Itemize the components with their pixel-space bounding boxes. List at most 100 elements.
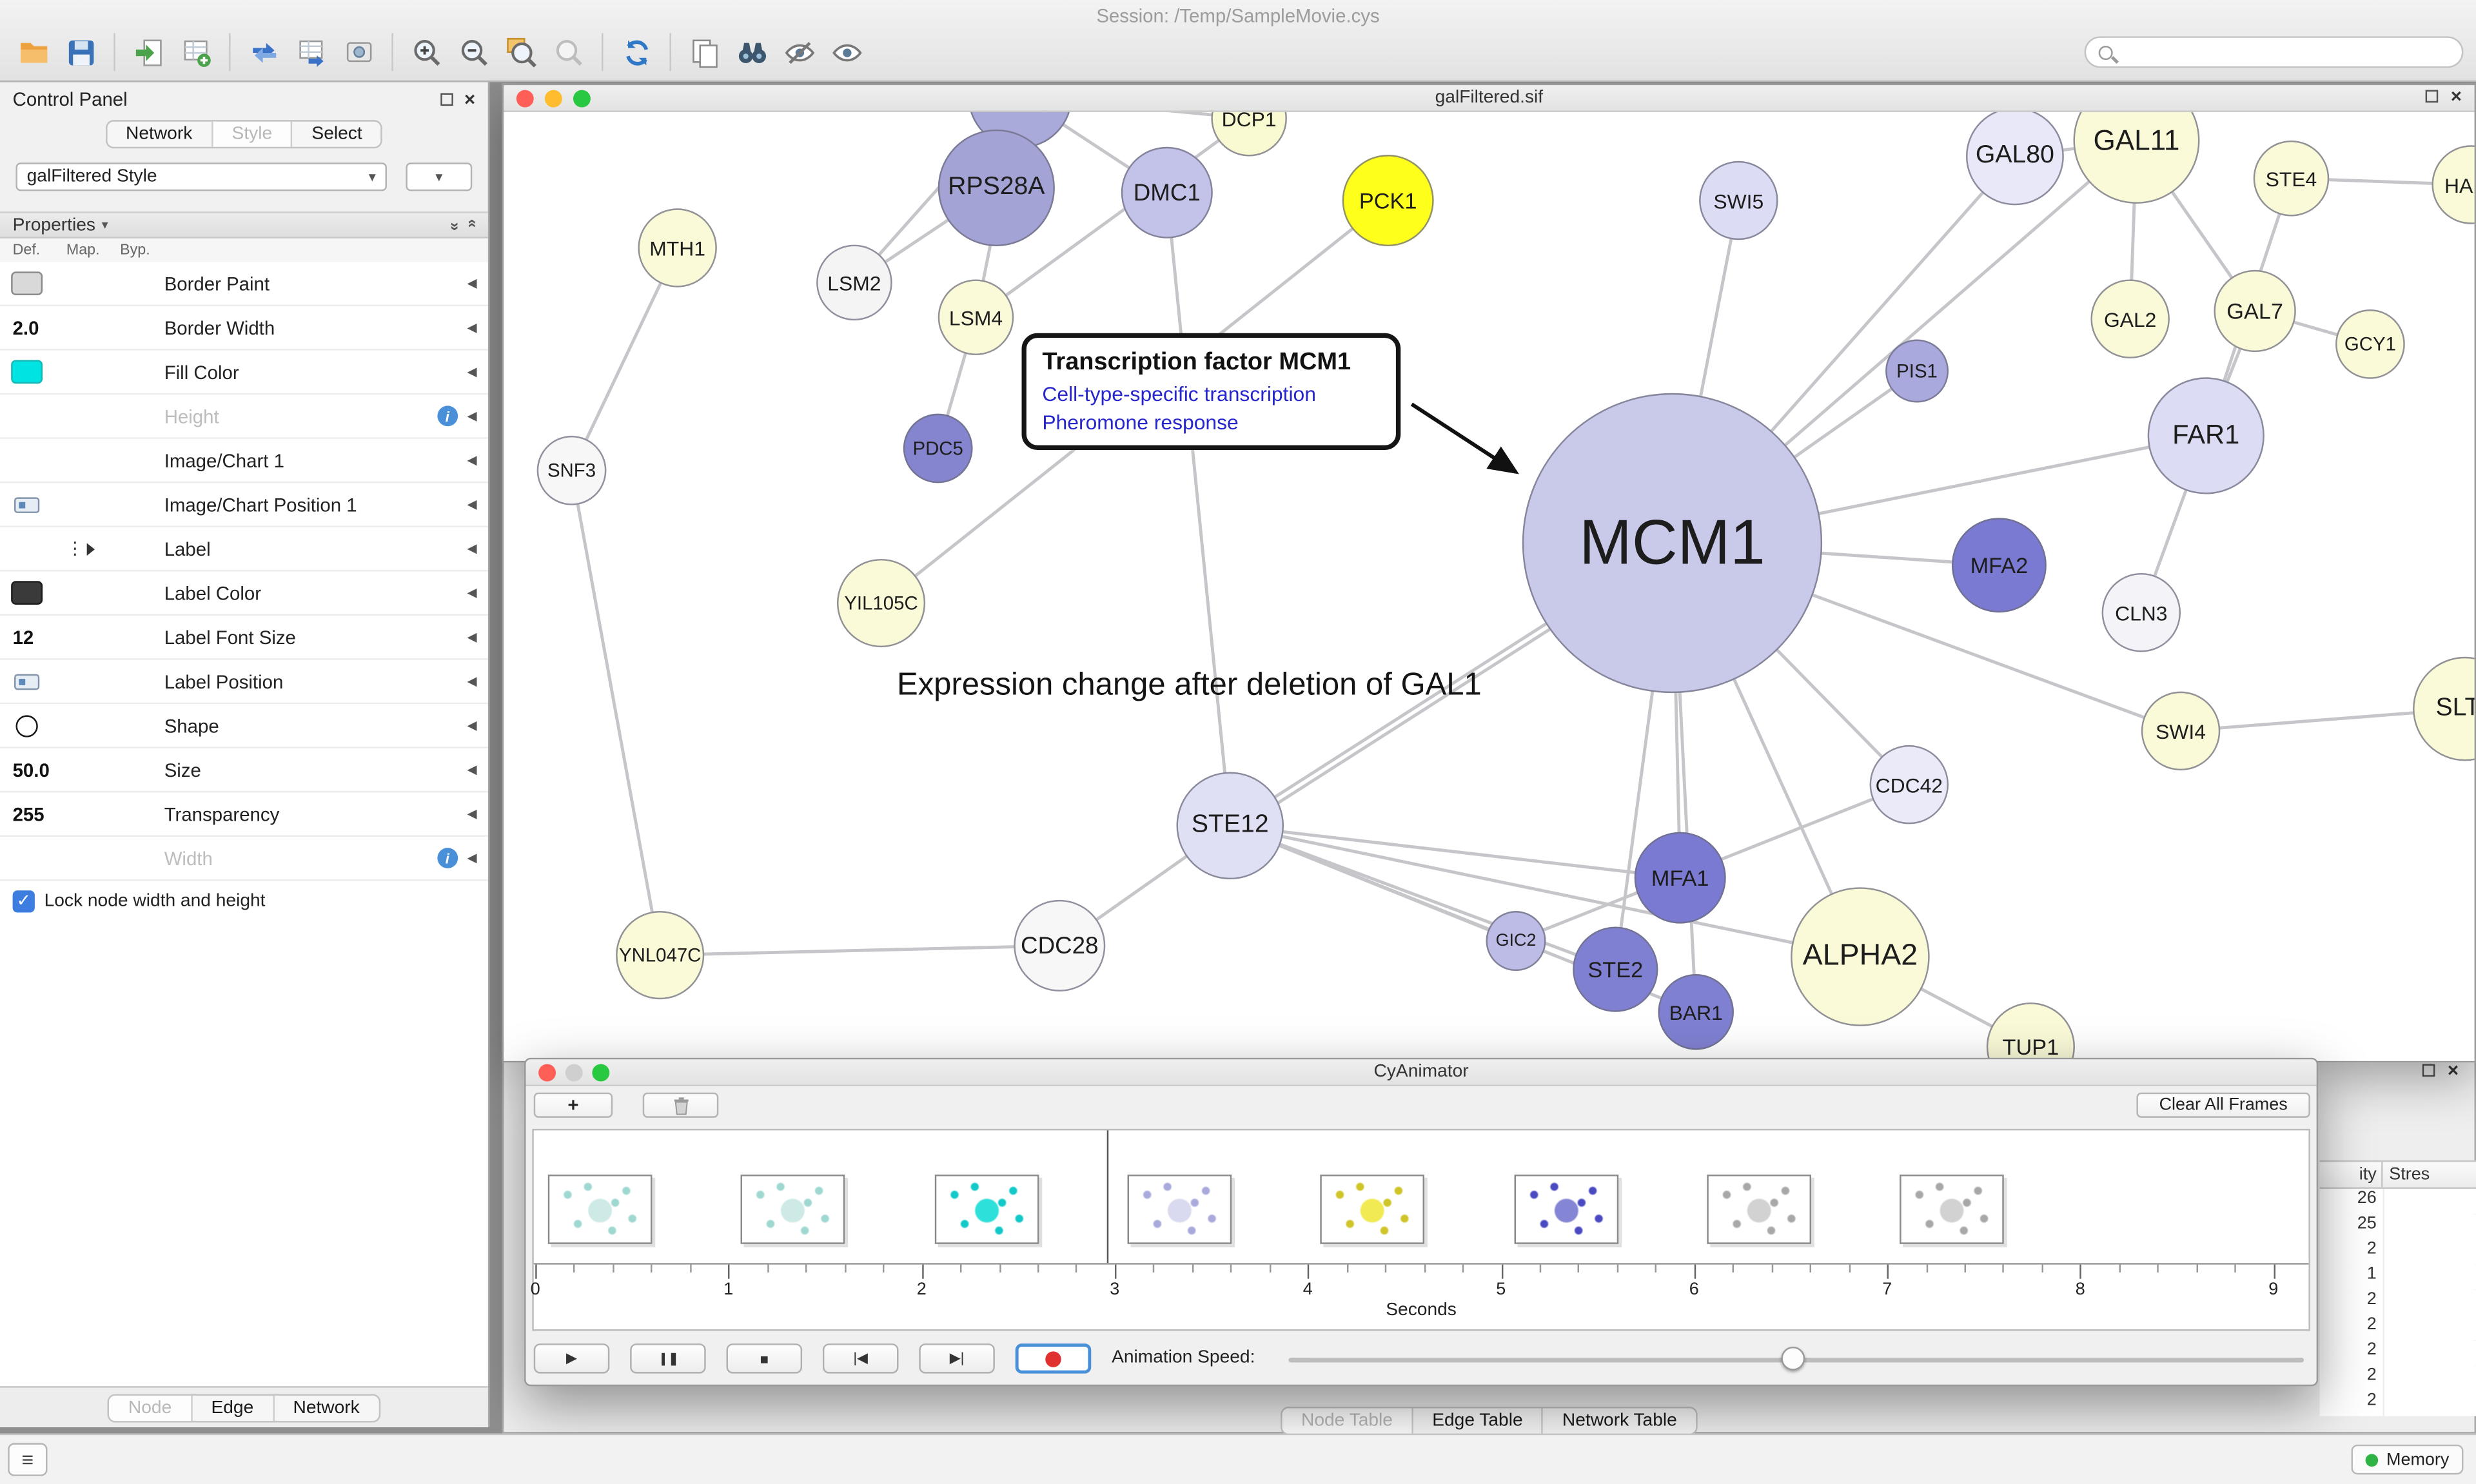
node-cdc42[interactable]: CDC42: [1869, 745, 1949, 825]
node-mcm1[interactable]: MCM1: [1522, 393, 1823, 694]
expand-row-icon[interactable]: ◀: [467, 674, 477, 688]
expand-row-icon[interactable]: ◀: [467, 585, 477, 600]
zoom-fit-icon[interactable]: [497, 30, 544, 75]
table-row[interactable]: 2: [2319, 1391, 2476, 1416]
default-value-cell[interactable]: [0, 360, 54, 384]
table-column-header[interactable]: ity: [2320, 1162, 2383, 1187]
table-row[interactable]: 25: [2319, 1214, 2476, 1240]
tab-style[interactable]: Style: [211, 121, 291, 147]
next-frame-button[interactable]: ▶|: [919, 1343, 995, 1374]
table-column-header[interactable]: Stres: [2389, 1165, 2430, 1184]
node-far1[interactable]: FAR1: [2147, 377, 2265, 494]
edge-STE12-ALPHA2[interactable]: [1230, 824, 1861, 959]
tab-network-table[interactable]: Network Table: [1542, 1408, 1696, 1434]
ellipse-shape-icon[interactable]: [15, 714, 38, 737]
export-image-icon[interactable]: [335, 30, 382, 75]
play-button[interactable]: ▶: [533, 1343, 610, 1374]
property-row-label-color[interactable]: Label Color◀: [0, 571, 488, 616]
minimize-window-icon[interactable]: [544, 90, 562, 108]
expand-row-icon[interactable]: ◀: [467, 409, 477, 424]
cyanimator-titlebar[interactable]: CyAnimator: [526, 1059, 2317, 1086]
search-input[interactable]: [2122, 41, 2450, 63]
checkbox-checked-icon[interactable]: ✓: [12, 890, 35, 913]
expand-row-icon[interactable]: ◀: [467, 276, 477, 291]
expand-row-icon[interactable]: ◀: [467, 320, 477, 335]
edge-STE12-STE2[interactable]: [1229, 824, 1616, 971]
animation-speed-slider[interactable]: [1288, 1343, 2304, 1375]
expand-row-icon[interactable]: ◀: [467, 851, 477, 866]
info-icon[interactable]: i: [437, 848, 458, 868]
table-row[interactable]: 26: [2319, 1189, 2476, 1215]
expand-row-icon[interactable]: ◀: [467, 364, 477, 379]
hide-selected-icon[interactable]: [775, 30, 822, 75]
default-value-cell[interactable]: [0, 714, 54, 737]
expand-row-icon[interactable]: ◀: [467, 806, 477, 821]
property-row-image-chart-1[interactable]: Image/Chart 1◀: [0, 438, 488, 483]
node-mfa1[interactable]: MFA1: [1634, 832, 1726, 924]
node-pdc5[interactable]: PDC5: [903, 413, 973, 483]
node-tup1[interactable]: TUP1: [1986, 1002, 2075, 1061]
edge-MTH1-SNF3[interactable]: [570, 247, 679, 471]
node-cdc28[interactable]: CDC28: [1014, 899, 1106, 991]
tab-network-style[interactable]: Network: [272, 1395, 379, 1421]
node-gal2[interactable]: GAL2: [2090, 279, 2170, 358]
close-panel-icon[interactable]: ×: [2447, 1059, 2459, 1082]
fill-color-swatch[interactable]: [11, 360, 43, 384]
node-swi5[interactable]: SWI5: [1699, 161, 1778, 240]
node-cln3[interactable]: CLN3: [2101, 572, 2181, 652]
tab-edge[interactable]: Edge: [190, 1395, 273, 1421]
annotation-link[interactable]: Pheromone response: [1042, 410, 1239, 434]
frame-thumbnail-4[interactable]: [1320, 1175, 1425, 1244]
minimize-window-icon[interactable]: [565, 1064, 583, 1082]
frame-thumbnail-6[interactable]: [1706, 1175, 1811, 1244]
position-icon[interactable]: [14, 496, 40, 513]
edge-YNL047C-CDC28[interactable]: [660, 944, 1060, 957]
info-icon[interactable]: i: [437, 405, 458, 427]
network-window-titlebar[interactable]: galFiltered.sif ×: [504, 85, 2475, 112]
position-icon[interactable]: [14, 673, 40, 689]
search-box[interactable]: [2084, 36, 2464, 68]
show-all-icon[interactable]: [823, 30, 870, 75]
node-mfa2[interactable]: MFA2: [1951, 518, 2047, 613]
node-alpha2[interactable]: ALPHA2: [1791, 887, 1930, 1026]
node-yil105c[interactable]: YIL105C: [836, 558, 926, 648]
border-paint-swatch[interactable]: [11, 271, 43, 295]
table-row[interactable]: 2: [2319, 1340, 2476, 1366]
label-color-swatch[interactable]: [11, 581, 43, 605]
float-panel-icon[interactable]: [2425, 90, 2439, 103]
maximize-window-icon[interactable]: [573, 90, 591, 108]
node-slt2[interactable]: SLT2: [2413, 656, 2475, 761]
node-dcp1[interactable]: DCP1: [1211, 112, 1287, 157]
refresh-view-icon[interactable]: [613, 30, 660, 75]
table-row[interactable]: 2: [2319, 1239, 2476, 1265]
property-row-label-position[interactable]: Label Position◀: [0, 659, 488, 705]
default-value-cell[interactable]: 2.0: [12, 317, 39, 339]
tab-node-table[interactable]: Node Table: [1282, 1408, 1412, 1434]
default-value-cell[interactable]: [0, 673, 54, 689]
node-ste12[interactable]: STE12: [1176, 772, 1284, 880]
node-gal80[interactable]: GAL80: [1965, 112, 2064, 206]
node-gal7[interactable]: GAL7: [2214, 269, 2296, 353]
default-value-cell[interactable]: [0, 581, 54, 605]
expand-all-icon[interactable]: »: [445, 222, 463, 228]
expand-row-icon[interactable]: ◀: [467, 762, 477, 777]
node-gcy1[interactable]: GCY1: [2335, 309, 2405, 379]
expand-row-icon[interactable]: ◀: [467, 453, 477, 467]
table-row[interactable]: 2: [2319, 1365, 2476, 1391]
open-session-icon[interactable]: [10, 30, 57, 75]
save-session-icon[interactable]: [57, 30, 104, 75]
frame-thumbnail-2[interactable]: [934, 1175, 1039, 1244]
default-value-cell[interactable]: 255: [12, 803, 44, 825]
import-network-icon[interactable]: [240, 30, 287, 75]
style-select[interactable]: galFiltered Style ▾: [15, 162, 388, 191]
node-gic2[interactable]: GIC2: [1486, 911, 1546, 971]
node-pck1[interactable]: PCK1: [1342, 155, 1434, 247]
import-file-icon[interactable]: [124, 30, 172, 75]
close-window-icon[interactable]: [538, 1064, 556, 1082]
node-bar1[interactable]: BAR1: [1658, 974, 1734, 1050]
float-panel-icon[interactable]: [2422, 1064, 2435, 1077]
zoom-selected-icon[interactable]: [545, 30, 592, 75]
tab-select[interactable]: Select: [291, 121, 382, 147]
